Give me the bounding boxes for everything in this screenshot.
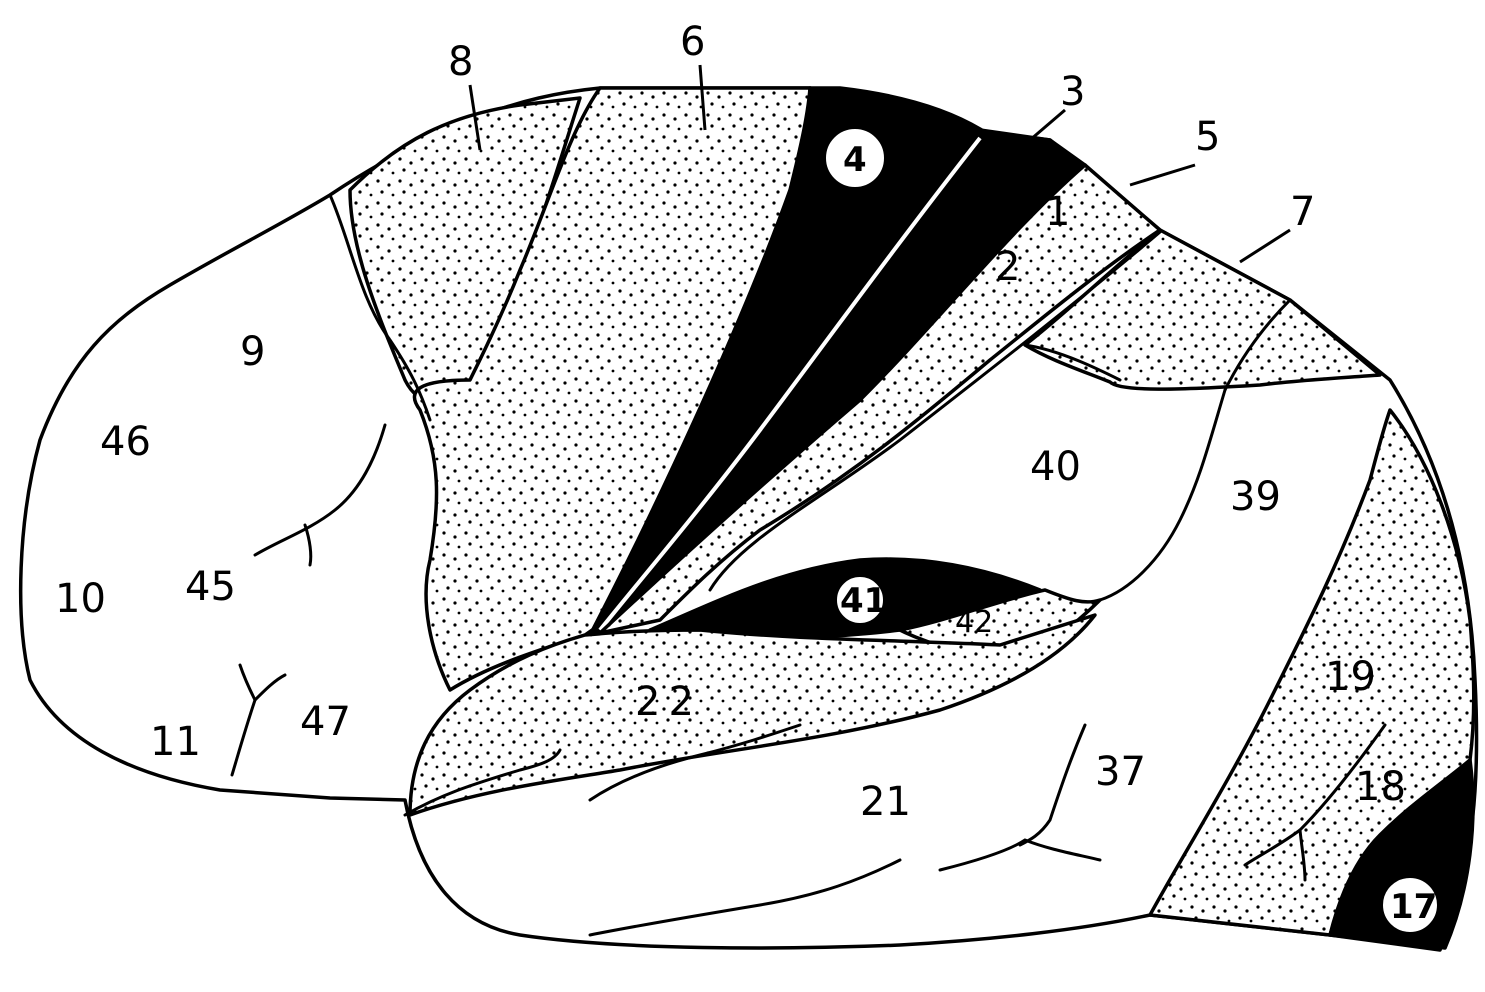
label-area-40: 40 bbox=[1030, 444, 1081, 490]
label-area-21: 21 bbox=[860, 779, 911, 825]
label-area-37: 37 bbox=[1095, 749, 1146, 795]
label-area-5: 5 bbox=[1195, 114, 1220, 160]
label-area-4: 4 bbox=[843, 140, 867, 180]
leader-7 bbox=[1240, 230, 1290, 262]
label-area-42: 42 bbox=[955, 605, 993, 640]
label-area-19: 19 bbox=[1325, 654, 1376, 700]
label-area-17: 17 bbox=[1390, 887, 1437, 927]
label-area-22: 22 bbox=[635, 679, 702, 725]
label-area-1: 1 bbox=[1045, 189, 1070, 235]
label-area-9: 9 bbox=[240, 329, 265, 375]
label-area-46: 46 bbox=[100, 419, 151, 465]
label-area-47: 47 bbox=[300, 699, 351, 745]
label-area-45: 45 bbox=[185, 564, 236, 610]
label-area-18: 18 bbox=[1355, 764, 1406, 810]
label-area-2: 2 bbox=[995, 244, 1020, 290]
label-area-10: 10 bbox=[55, 576, 106, 622]
label-area-8: 8 bbox=[448, 39, 473, 85]
label-area-41: 41 bbox=[840, 581, 887, 621]
label-area-11: 11 bbox=[150, 719, 201, 765]
label-area-39: 39 bbox=[1230, 474, 1281, 520]
label-area-6: 6 bbox=[680, 19, 705, 65]
leader-5 bbox=[1130, 165, 1195, 185]
label-area-7: 7 bbox=[1290, 189, 1315, 235]
label-area-3: 3 bbox=[1060, 69, 1085, 115]
